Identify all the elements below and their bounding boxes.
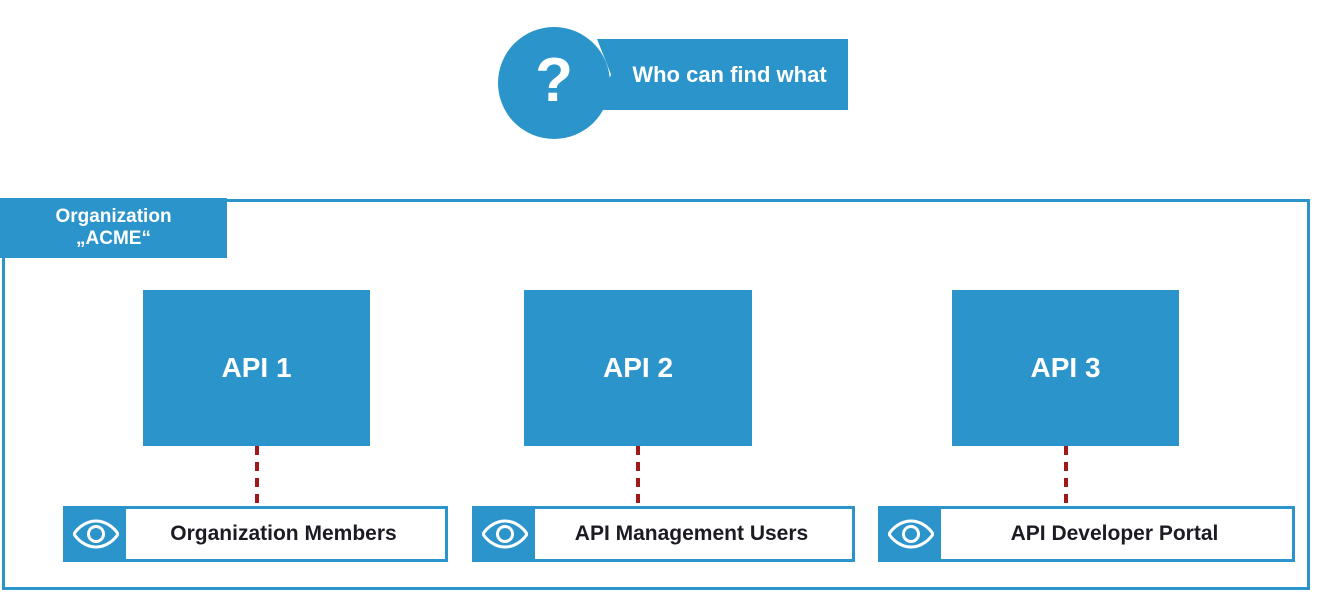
eye-icon	[66, 509, 126, 559]
callout-circle	[498, 27, 610, 139]
connector-line-2	[636, 446, 640, 506]
viewer-box-api-developer-portal[interactable]: API Developer Portal	[878, 506, 1295, 562]
api-box-2[interactable]: API 2	[524, 290, 752, 446]
callout-bar	[597, 39, 848, 110]
api-box-1[interactable]: API 1	[143, 290, 370, 446]
organization-tab: Organization „ACME“	[0, 198, 227, 258]
viewer-box-api-management-users[interactable]: API Management Users	[472, 506, 855, 562]
callout-label: Who can find what	[632, 61, 827, 87]
question-mark-icon: ?	[535, 46, 573, 115]
viewer-label-1: Organization Members	[170, 522, 397, 545]
organization-tab-line-2: „ACME“	[76, 228, 151, 249]
api-box-3[interactable]: API 3	[952, 290, 1179, 446]
connector-line-3	[1064, 446, 1068, 506]
eye-icon	[475, 509, 535, 559]
eye-icon	[881, 509, 941, 559]
viewer-box-organization-members[interactable]: Organization Members	[63, 506, 448, 562]
callout-banner: ? Who can find what	[498, 27, 848, 139]
connector-line-1	[255, 446, 259, 506]
viewer-label-2: API Management Users	[574, 522, 809, 545]
organization-tab-line-1: Organization	[55, 206, 172, 228]
organization-frame	[2, 199, 1310, 590]
viewer-label-3: API Developer Portal	[1010, 522, 1219, 545]
